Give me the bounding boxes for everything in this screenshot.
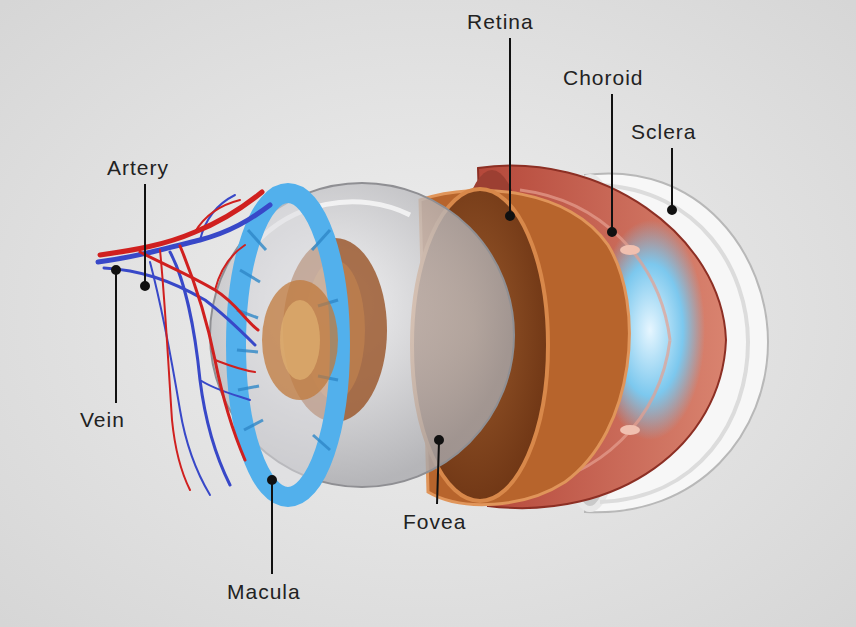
part-label: Retina bbox=[467, 10, 534, 34]
part-label: Fovea bbox=[403, 510, 466, 534]
part-label: Choroid bbox=[563, 66, 644, 90]
part-label: Artery bbox=[107, 156, 169, 180]
part-label: Macula bbox=[227, 580, 301, 604]
part-label: Sclera bbox=[631, 120, 697, 144]
part-label: Vein bbox=[80, 408, 125, 432]
